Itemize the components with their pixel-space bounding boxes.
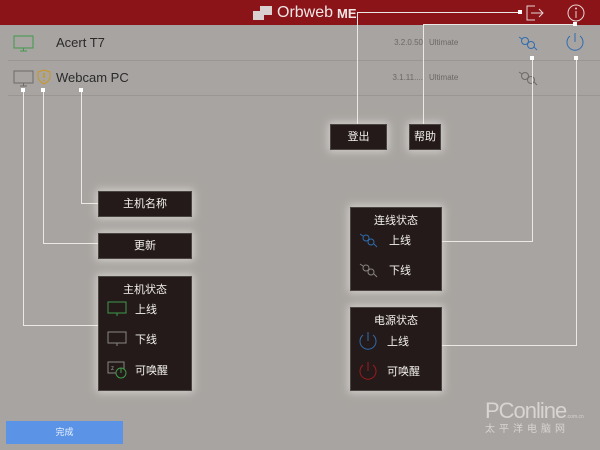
connector-dot bbox=[574, 56, 578, 60]
connector-line bbox=[576, 58, 577, 345]
connector-line bbox=[440, 241, 533, 242]
device-name: Webcam PC bbox=[56, 70, 129, 85]
svg-text:z: z bbox=[111, 366, 114, 372]
connection-online-icon bbox=[359, 233, 378, 248]
device-version: 3.2.0.50 bbox=[394, 38, 423, 47]
power-wakeable-icon bbox=[359, 362, 377, 380]
host-name-callout: 主机名称 bbox=[98, 191, 192, 217]
connector-dot bbox=[530, 56, 534, 60]
connector-line bbox=[357, 12, 358, 124]
connector-line bbox=[357, 12, 520, 13]
logo-icon bbox=[253, 6, 272, 20]
info-icon[interactable] bbox=[566, 3, 586, 23]
legend-item: 上线 bbox=[351, 330, 409, 352]
connector-dot bbox=[573, 22, 577, 26]
connector-line bbox=[423, 24, 424, 124]
legend-item: z 可唤醒 bbox=[99, 361, 168, 379]
legend-item: 上线 bbox=[351, 232, 411, 248]
device-row[interactable]: Webcam PC 3.1.11.... Ultimate bbox=[8, 61, 600, 96]
done-button[interactable]: 完成 bbox=[6, 421, 123, 444]
connector-line bbox=[23, 325, 98, 326]
power-online-icon bbox=[566, 33, 584, 51]
logout-callout: 登出 bbox=[330, 124, 387, 150]
connector-line bbox=[423, 24, 576, 25]
logout-icon[interactable] bbox=[525, 5, 545, 21]
connection-status-legend: 连线状态 上线 下线 bbox=[350, 207, 442, 291]
connector-line bbox=[43, 243, 98, 244]
connection-offline-icon bbox=[359, 263, 378, 278]
device-plan: Ultimate bbox=[429, 38, 459, 47]
legend-item: 可唤醒 bbox=[351, 360, 420, 382]
connector-line bbox=[43, 91, 44, 243]
watermark: PConline.com.cn 太平洋电脑网 bbox=[485, 398, 584, 435]
device-version: 3.1.11.... bbox=[392, 73, 423, 82]
legend-item: 下线 bbox=[99, 331, 157, 347]
connector-dot bbox=[21, 88, 25, 92]
connector-dot bbox=[41, 88, 45, 92]
legend-item: 上线 bbox=[99, 301, 157, 317]
connector-line bbox=[81, 203, 98, 204]
device-row[interactable]: Acert T7 3.2.0.50 Ultimate bbox=[8, 26, 600, 61]
legend-item: 下线 bbox=[351, 262, 411, 278]
connector-line bbox=[81, 91, 82, 203]
connection-online-icon bbox=[518, 36, 538, 51]
power-status-legend: 电源状态 上线 可唤醒 bbox=[350, 307, 442, 391]
warning-shield-icon[interactable] bbox=[37, 69, 51, 85]
monitor-online-icon bbox=[107, 301, 127, 316]
help-callout: 帮助 bbox=[409, 124, 441, 150]
device-plan: Ultimate bbox=[429, 73, 459, 82]
monitor-offline-icon bbox=[107, 331, 127, 346]
power-online-icon bbox=[359, 332, 377, 350]
monitor-wakeable-icon: z bbox=[107, 361, 127, 379]
monitor-offline-icon bbox=[13, 70, 34, 87]
connection-offline-icon bbox=[518, 71, 538, 86]
update-callout: 更新 bbox=[98, 233, 192, 259]
connector-line bbox=[532, 58, 533, 241]
connector-dot bbox=[79, 88, 83, 92]
connector-line bbox=[440, 345, 577, 346]
connector-line bbox=[23, 91, 24, 325]
connector-dot bbox=[518, 10, 522, 14]
device-name: Acert T7 bbox=[56, 35, 105, 50]
host-status-legend: 主机状态 上线 下线 z 可唤醒 bbox=[98, 276, 192, 391]
monitor-online-icon bbox=[13, 35, 34, 52]
